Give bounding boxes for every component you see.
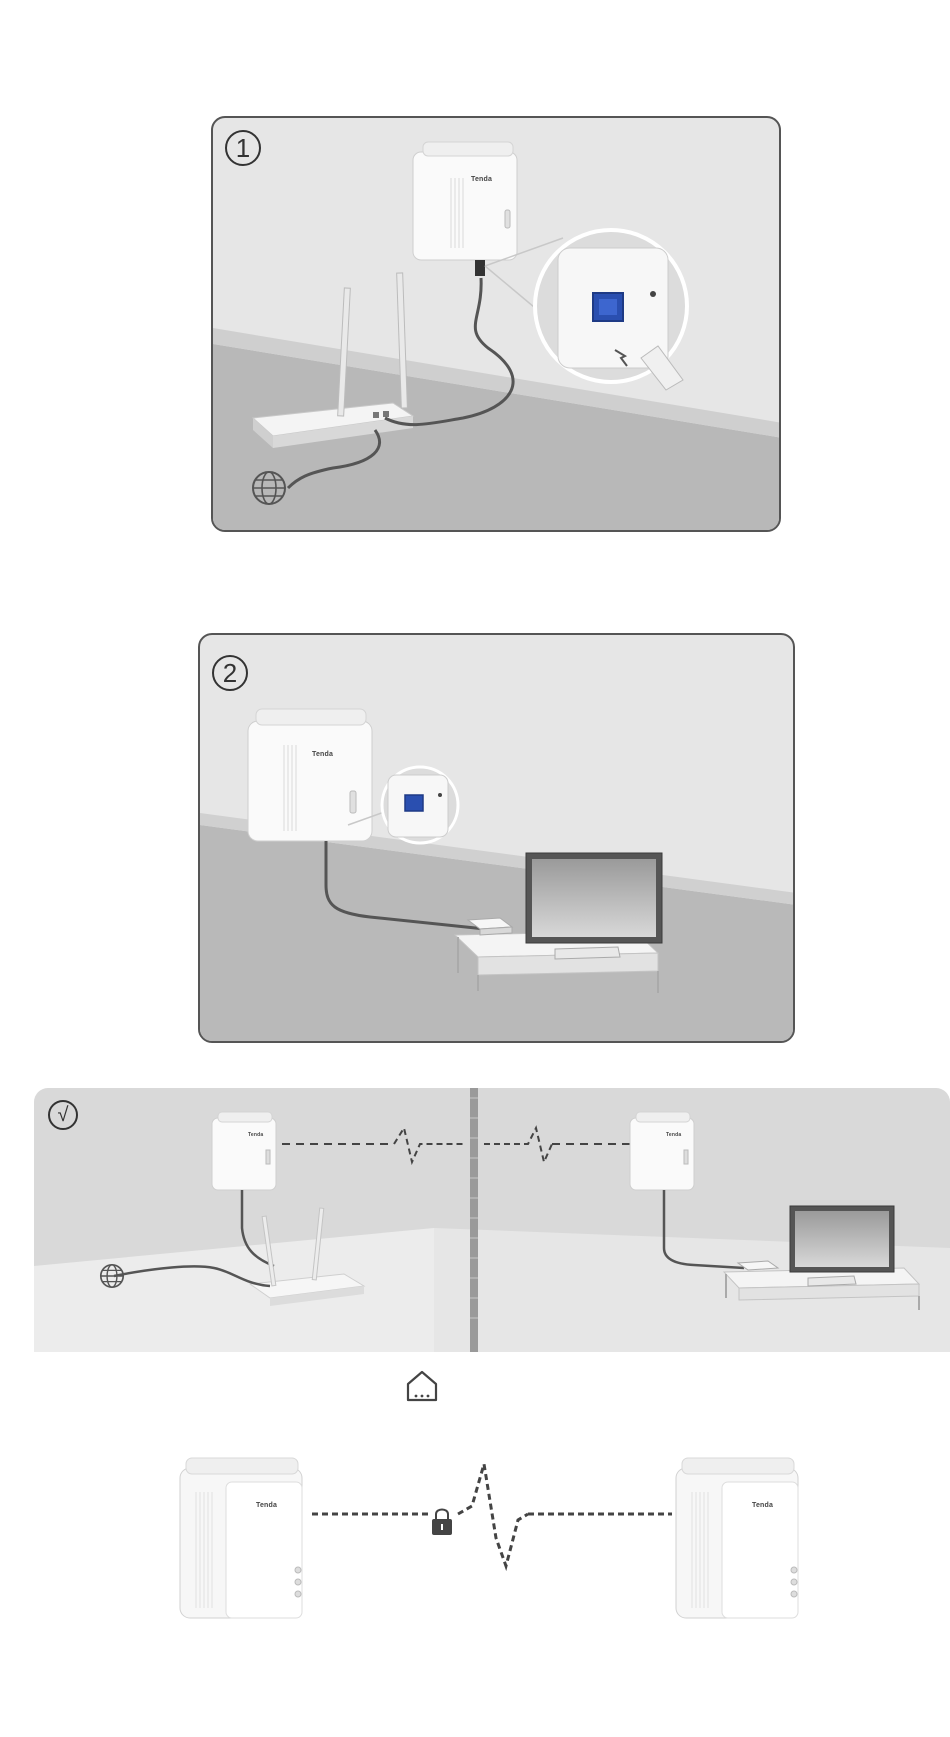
result-panel: √ Tenda Tenda bbox=[34, 1088, 950, 1352]
step-1-panel: 1 Tenda bbox=[211, 116, 781, 532]
television bbox=[526, 853, 662, 959]
left-pairing-brand-label: Tenda bbox=[256, 1502, 277, 1509]
powerline-adapter bbox=[248, 709, 372, 841]
lock-icon bbox=[432, 1510, 452, 1536]
powerline-signal bbox=[282, 1128, 634, 1162]
right-adapter-brand-label: Tenda bbox=[666, 1132, 681, 1138]
globe-icon bbox=[98, 1262, 126, 1290]
adapter-brand-label: Tenda bbox=[312, 751, 333, 758]
right-pairing-adapter bbox=[676, 1458, 798, 1618]
left-pairing-adapter bbox=[180, 1458, 302, 1618]
left-room-adapter bbox=[212, 1112, 276, 1190]
encrypted-signal bbox=[312, 1464, 672, 1566]
step-number-badge: 1 bbox=[225, 130, 261, 166]
step-2-panel: 2 Tenda bbox=[198, 633, 795, 1043]
left-adapter-brand-label: Tenda bbox=[248, 1132, 263, 1138]
step-1-illustration bbox=[213, 118, 781, 532]
pairing-illustration bbox=[0, 1448, 950, 1668]
step-number-badge: 2 bbox=[212, 655, 248, 691]
powerline-adapter bbox=[413, 142, 517, 276]
success-check-badge: √ bbox=[48, 1100, 78, 1130]
step-2-illustration bbox=[200, 635, 795, 1043]
globe-icon bbox=[249, 468, 289, 508]
result-illustration bbox=[34, 1088, 950, 1352]
home-icon bbox=[404, 1368, 440, 1402]
adapter-brand-label: Tenda bbox=[471, 176, 492, 183]
right-pairing-brand-label: Tenda bbox=[752, 1502, 773, 1509]
right-room-adapter bbox=[630, 1112, 694, 1190]
